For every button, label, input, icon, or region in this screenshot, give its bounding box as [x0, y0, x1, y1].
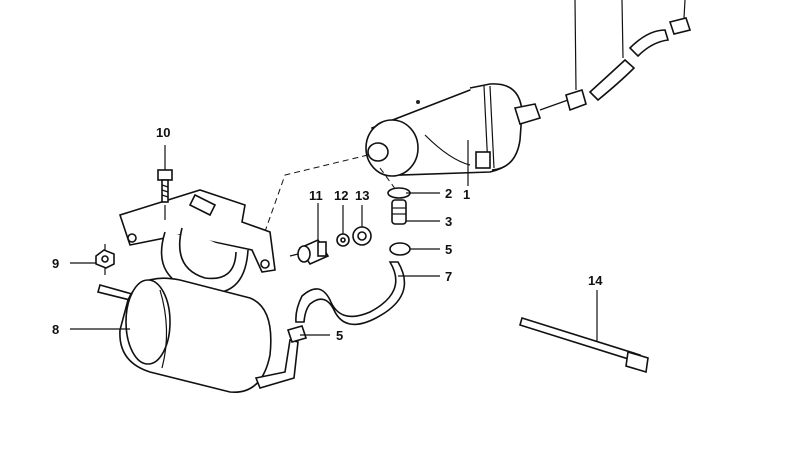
leader-lines	[70, 140, 598, 342]
nut	[95, 249, 115, 269]
callout-14: 14	[588, 273, 603, 288]
callout-1: 1	[463, 187, 470, 202]
mounting-bracket	[118, 189, 276, 294]
hose-clamp-lower	[286, 325, 308, 343]
fuel-hose	[295, 261, 406, 326]
strap	[519, 316, 649, 374]
fuel-pump	[365, 83, 542, 177]
callout-5b: 5	[336, 328, 343, 343]
connector-fitting	[391, 199, 407, 225]
callout-9: 9	[52, 256, 59, 271]
washer	[336, 233, 350, 247]
callout-5a: 5	[445, 242, 452, 257]
callout-11: 11	[309, 188, 323, 203]
check-valve	[289, 238, 330, 266]
callout-8: 8	[52, 322, 59, 337]
hose-clamp-upper	[389, 242, 411, 256]
bolt	[157, 169, 173, 203]
callout-7: 7	[445, 269, 452, 284]
callout-12: 12	[334, 188, 348, 203]
pressure-accumulator	[97, 277, 299, 393]
hollow-nut	[352, 226, 372, 246]
callout-10: 10	[156, 125, 170, 140]
callout-2: 2	[445, 186, 452, 201]
callout-13: 13	[355, 188, 369, 203]
outlet-hose-assembly	[539, 0, 692, 112]
callout-labels: 1 2 3 5 7 5 8 9 10 11 12 13 14	[52, 125, 603, 343]
callout-3: 3	[445, 214, 452, 229]
